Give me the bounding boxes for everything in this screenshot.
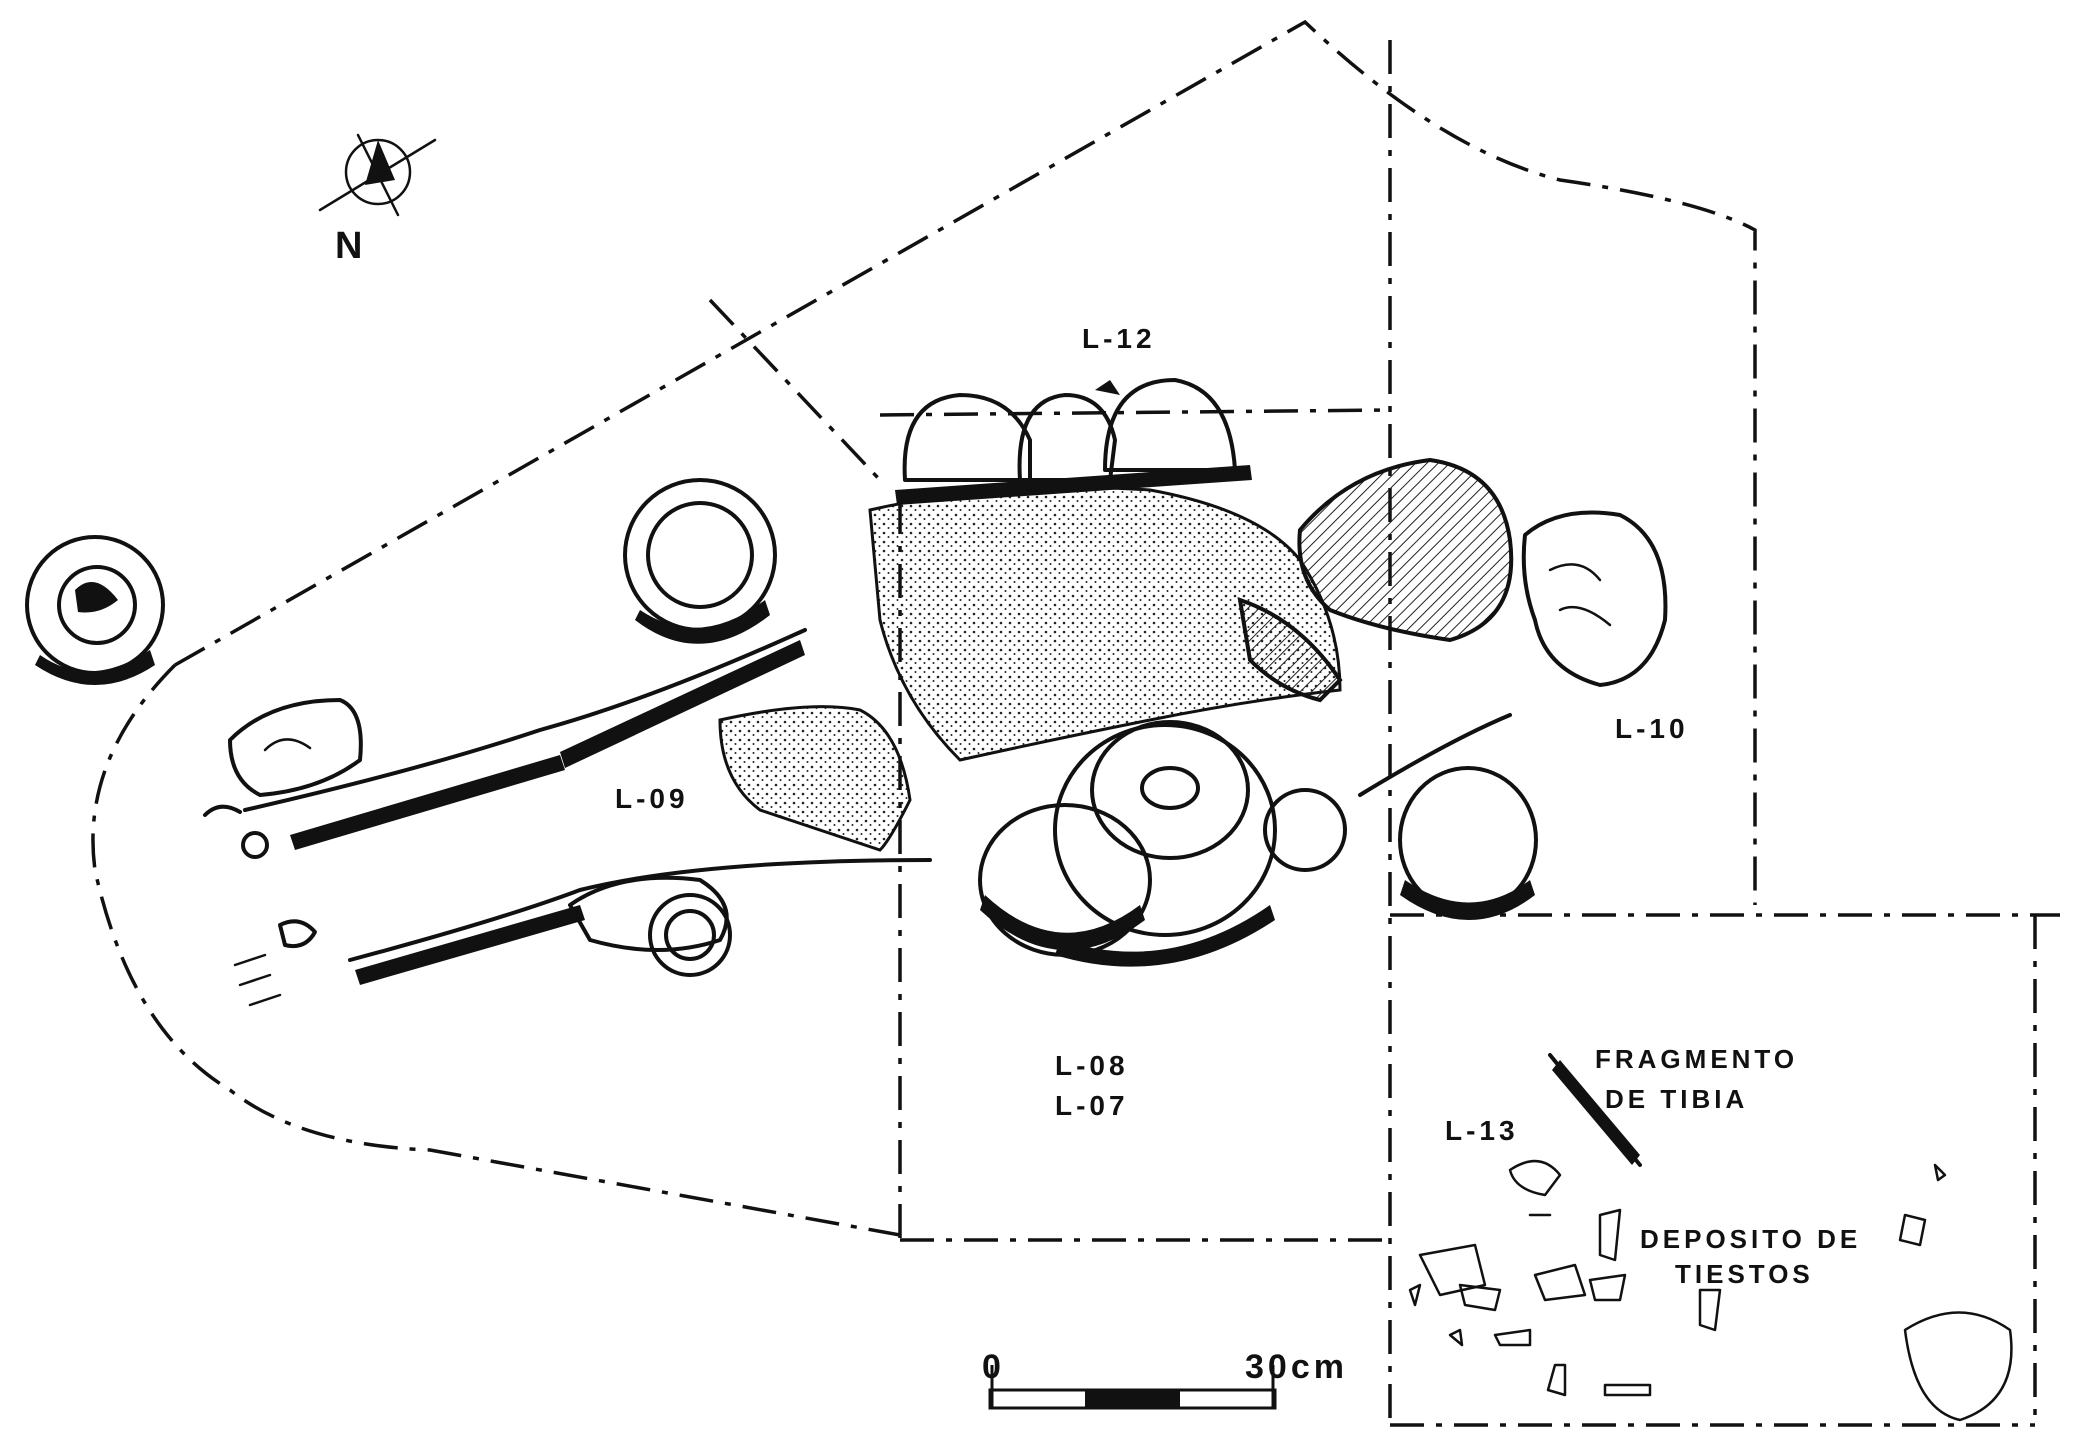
tibia-note-line1: FRAGMENTO — [1595, 1044, 1798, 1074]
locus-l07-label: L-07 — [1055, 1090, 1129, 1121]
locus-l10-label: L-10 — [1615, 713, 1689, 744]
north-arrow — [318, 133, 437, 217]
tibia-note-line2: DE TIBIA — [1605, 1084, 1748, 1114]
north-label: N — [335, 225, 366, 267]
l09-long-bones — [243, 628, 932, 985]
l12-vessels — [895, 378, 1252, 505]
locus-l12-label: L-12 — [1082, 323, 1156, 354]
locus-l08-label: L-08 — [1055, 1050, 1129, 1081]
l09-small-vessel — [228, 698, 363, 797]
l09-bowl — [623, 478, 777, 644]
deposit-note-line2: TIESTOS — [1675, 1259, 1814, 1289]
l08-vessel-group — [978, 720, 1347, 967]
sherd-deposit — [1408, 1160, 2013, 1422]
scale-start-label: 0 — [982, 1348, 1005, 1386]
excavation-boundary — [91, 19, 1757, 1237]
scale-end-label: 30cm — [1245, 1348, 1348, 1386]
locus-l13-label: L-13 — [1445, 1115, 1519, 1146]
scale-bar — [988, 1365, 1277, 1410]
deposit-note-line1: DEPOSITO DE — [1640, 1224, 1861, 1254]
stippled-fill-area — [718, 705, 912, 852]
grid-lines — [708, 40, 2060, 1427]
isolated-vessel-west — [25, 535, 165, 685]
l10-stones — [1297, 457, 1668, 920]
locus-l09-label: L-09 — [615, 783, 689, 814]
hatched-zone — [1237, 597, 1343, 703]
foot-bones — [203, 804, 317, 1007]
tibia-fragment — [1548, 1053, 1642, 1167]
